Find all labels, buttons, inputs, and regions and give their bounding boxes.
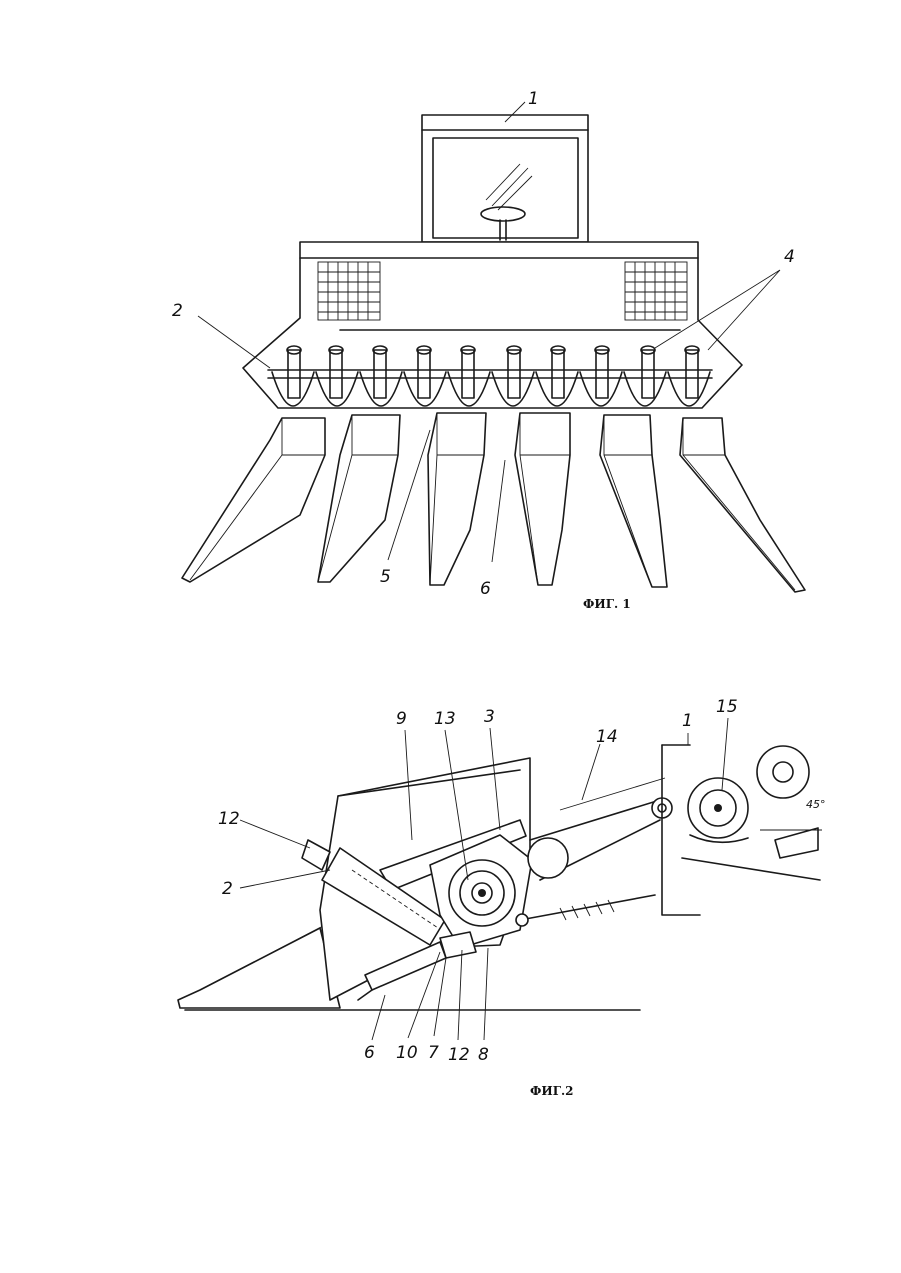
figure-2: 1 15 9 13 3 14 12 2 6 10 7 12 8 45° ФИГ.… xyxy=(178,697,826,1098)
fig2-label-13: 13 xyxy=(434,709,456,729)
fig2-label-12-upper: 12 xyxy=(218,809,240,829)
fig2-label-3: 3 xyxy=(484,707,495,727)
fig1-label-6: 6 xyxy=(480,579,491,599)
fig2-label-9: 9 xyxy=(396,709,407,729)
fig1-label-2: 2 xyxy=(172,301,183,321)
cab xyxy=(422,115,588,242)
fig2-label-2: 2 xyxy=(222,879,233,899)
front-divider xyxy=(178,928,340,1008)
fig2-label-10: 10 xyxy=(396,1043,418,1063)
fig2-label-1: 1 xyxy=(682,711,693,731)
fig2-label-14: 14 xyxy=(596,727,618,747)
fig2-label-15: 15 xyxy=(716,697,738,717)
spring-link xyxy=(516,895,655,926)
fig2-label-12-lower: 12 xyxy=(448,1045,470,1065)
fig2-label-8: 8 xyxy=(478,1045,489,1065)
fig2-angle-note: 45° xyxy=(806,798,826,811)
crop-dividers xyxy=(182,413,805,592)
thresher-1 xyxy=(662,745,822,915)
header-frame xyxy=(243,242,742,408)
fig2-label-6: 6 xyxy=(364,1043,375,1063)
fig1-label-5: 5 xyxy=(380,567,391,587)
pulley-13 xyxy=(449,860,515,926)
fig1-caption: ФИГ. 1 xyxy=(583,597,631,611)
figure-1: 1 2 4 5 6 ФИГ. 1 xyxy=(172,89,805,611)
fig1-label-1: 1 xyxy=(528,89,539,109)
fig2-caption: ФИГ.2 xyxy=(530,1084,574,1098)
conveyor-14 xyxy=(528,778,672,880)
fig1-label-4: 4 xyxy=(784,247,795,267)
fig2-label-7: 7 xyxy=(428,1043,439,1063)
